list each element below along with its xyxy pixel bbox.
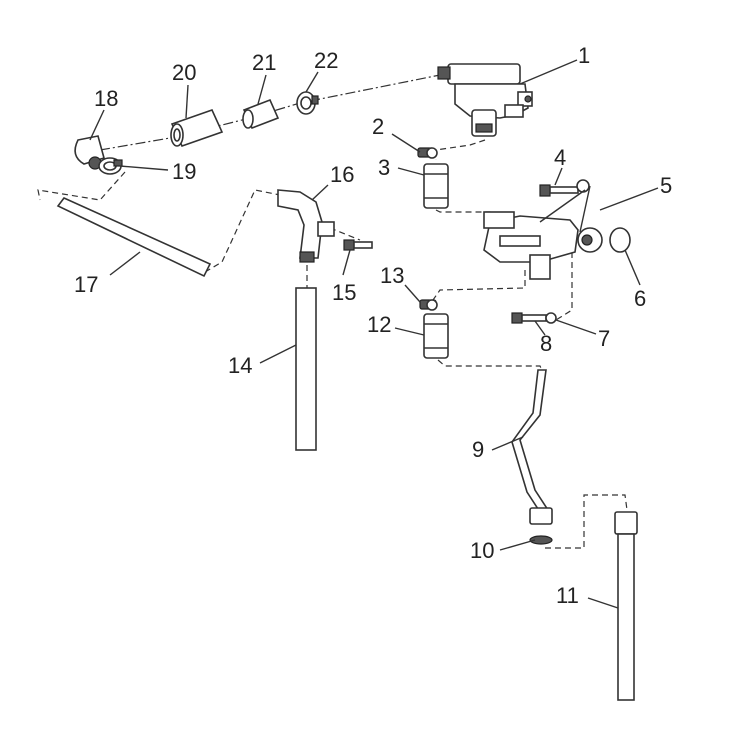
leader-5	[599, 187, 659, 211]
part-18-cap	[74, 135, 105, 170]
leader-17	[109, 251, 141, 276]
callout-16: 16	[330, 162, 354, 187]
callout-13: 13	[380, 263, 404, 288]
connection-line-16-to-15	[329, 227, 361, 241]
leader-22	[305, 71, 319, 93]
part-4-bolt	[539, 179, 590, 197]
callout-4: 4	[554, 145, 566, 170]
leader-10	[499, 539, 536, 551]
part-22-clamp	[296, 91, 319, 115]
callout-22: 22	[314, 48, 338, 73]
leader-16	[311, 184, 329, 201]
callout-9: 9	[472, 437, 484, 462]
connection-line-17-to-16	[204, 189, 281, 273]
callout-14: 14	[228, 353, 252, 378]
connection-line-18-to-17	[37, 171, 126, 201]
leader-14	[259, 344, 297, 364]
callout-11: 11	[556, 583, 579, 608]
part-5-valve-body	[483, 185, 603, 280]
part-2-clamp	[417, 147, 438, 159]
part-19-clamp	[98, 157, 123, 175]
connection-line-5-to-7	[555, 252, 573, 321]
callout-5: 5	[660, 173, 672, 198]
leader-12	[394, 327, 425, 336]
leader-18	[89, 109, 105, 141]
leader-8	[534, 320, 546, 336]
leader-21	[257, 74, 267, 105]
callout-15: 15	[332, 280, 356, 305]
callout-12: 12	[367, 312, 391, 337]
leader-15	[342, 249, 351, 276]
part-11-long-tube	[614, 511, 638, 701]
callout-1: 1	[578, 43, 590, 68]
callout-2: 2	[372, 114, 384, 139]
part-10-o-ring	[529, 535, 553, 545]
leader-3	[397, 167, 425, 176]
connection-line-10-to-11	[545, 494, 628, 549]
part-20-sleeve	[170, 109, 224, 147]
callout-6: 6	[634, 286, 646, 311]
part-6-gasket	[609, 227, 631, 253]
part-16-elbow-pipe	[277, 189, 335, 263]
leader-4	[554, 167, 563, 186]
leader-13	[404, 284, 421, 303]
part-15-bolt	[343, 239, 373, 251]
leader-11	[587, 597, 619, 609]
connection-line-5-to-12	[432, 270, 526, 301]
leader-9	[491, 436, 524, 451]
connection-line-1-to-3	[435, 139, 486, 160]
connection-line-12-to-9	[437, 359, 544, 373]
leader-6	[624, 249, 641, 286]
callout-3: 3	[378, 155, 390, 180]
part-13-clamp	[419, 299, 438, 311]
callout-19: 19	[172, 159, 196, 184]
callout-17: 17	[74, 272, 98, 297]
leader-1	[519, 59, 578, 85]
part-9-bent-pipe	[511, 369, 553, 525]
callout-20: 20	[172, 60, 196, 85]
callout-8: 8	[540, 331, 552, 356]
part-8-bolt	[511, 312, 547, 324]
callout-18: 18	[94, 86, 118, 111]
leader-2	[391, 133, 421, 153]
part-7-washer	[545, 312, 557, 324]
part-21-sleeve	[242, 98, 280, 130]
part-3-hose	[423, 163, 449, 209]
leader-7	[555, 319, 597, 335]
leader-20	[185, 84, 189, 119]
part-1-assembly	[437, 63, 533, 137]
part-17-tube	[56, 197, 212, 278]
part-14-tube	[295, 287, 317, 451]
callout-10: 10	[470, 538, 494, 563]
leader-19	[119, 165, 169, 171]
callout-7: 7	[598, 326, 610, 351]
callout-21: 21	[252, 50, 276, 75]
part-12-hose	[423, 313, 449, 359]
